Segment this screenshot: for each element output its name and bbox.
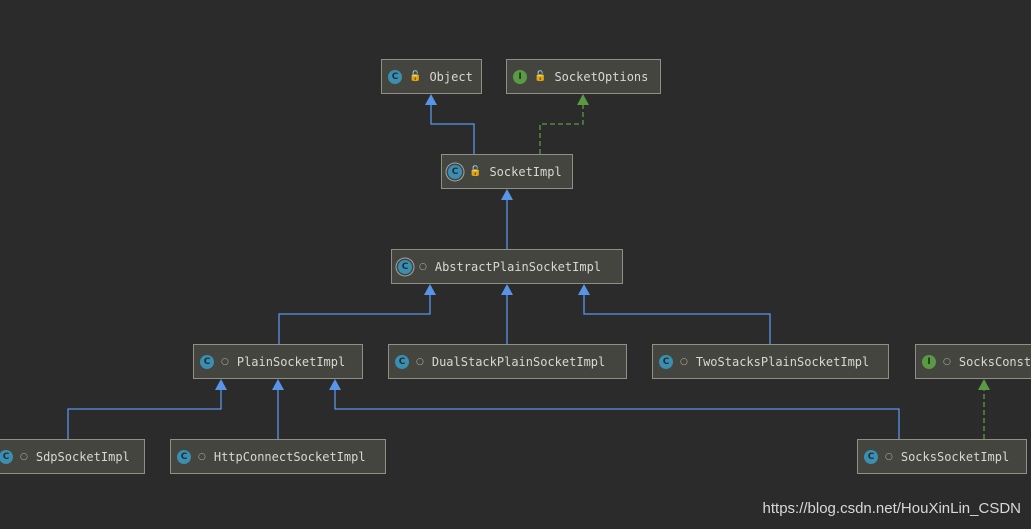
node-label: TwoStacksPlainSocketImpl — [695, 354, 870, 369]
class-icon: C — [177, 449, 191, 464]
node-plainsocketimpl[interactable]: C ○ PlainSocketImpl — [193, 344, 363, 379]
node-label: SdpSocketImpl — [35, 449, 130, 464]
abstract-class-icon: C — [398, 259, 412, 274]
interface-icon: I — [922, 354, 936, 369]
node-label: DualStackPlainSocketImpl — [431, 354, 606, 369]
node-sdpsocketimpl[interactable]: C ○ SdpSocketImpl — [0, 439, 145, 474]
package-private-icon: ○ — [221, 356, 229, 367]
node-label: PlainSocketImpl — [236, 354, 346, 369]
node-socketoptions[interactable]: I 🔓 SocketOptions — [506, 59, 661, 94]
package-private-icon: ○ — [416, 356, 424, 367]
class-icon: C — [659, 354, 673, 369]
node-httpconnectsocketimpl[interactable]: C ○ HttpConnectSocketImpl — [170, 439, 386, 474]
class-icon: C — [388, 69, 402, 84]
node-twostacksplainsocketimpl[interactable]: C ○ TwoStacksPlainSocketImpl — [652, 344, 889, 379]
node-label: SocketImpl — [489, 164, 562, 179]
node-label: SocksConsts — [958, 354, 1031, 369]
node-socketimpl[interactable]: C 🔓 SocketImpl — [441, 154, 573, 189]
node-label: HttpConnectSocketImpl — [213, 449, 366, 464]
interface-icon: I — [513, 69, 527, 84]
public-lock-icon: 🔓 — [409, 71, 422, 82]
class-icon: C — [200, 354, 214, 369]
node-label: SocksSocketImpl — [900, 449, 1010, 464]
node-label: SocketOptions — [554, 69, 649, 84]
node-abstractplainsocketimpl[interactable]: C ○ AbstractPlainSocketImpl — [391, 249, 623, 284]
public-lock-icon: 🔓 — [534, 71, 547, 82]
node-object[interactable]: C 🔓 Object — [381, 59, 482, 94]
node-socksconsts[interactable]: I ○ SocksConsts — [915, 344, 1031, 379]
node-dualstackplainsocketimpl[interactable]: C ○ DualStackPlainSocketImpl — [388, 344, 627, 379]
class-icon: C — [395, 354, 409, 369]
node-sockssocketimpl[interactable]: C ○ SocksSocketImpl — [857, 439, 1027, 474]
package-private-icon: ○ — [20, 451, 28, 462]
arrowhead-plain-left — [215, 379, 227, 390]
abstract-class-icon: C — [448, 164, 462, 179]
watermark: https://blog.csdn.net/HouXinLin_CSDN — [762, 500, 1021, 517]
arrowhead-socketoptions — [577, 94, 589, 105]
public-lock-icon: 🔓 — [469, 166, 482, 177]
arrowhead-plain-center — [272, 379, 284, 390]
edge-socketimpl-implements-socketoptions — [539, 104, 584, 154]
arrowhead-socketimpl — [501, 189, 513, 200]
package-private-icon: ○ — [943, 356, 951, 367]
edge-sockssocket-extends-plain — [334, 389, 900, 439]
package-private-icon: ○ — [419, 261, 427, 272]
class-icon: C — [864, 449, 878, 464]
arrowhead-socksconsts — [978, 379, 990, 390]
arrowhead-object — [425, 94, 437, 105]
arrowhead-plain-right — [329, 379, 341, 390]
package-private-icon: ○ — [885, 451, 893, 462]
arrowhead-abstractplain-center — [501, 284, 513, 295]
package-private-icon: ○ — [198, 451, 206, 462]
node-label: Object — [429, 69, 473, 84]
edge-sdp-extends-plain — [67, 389, 222, 439]
arrowhead-abstractplain-left — [424, 284, 436, 295]
class-icon: C — [0, 449, 13, 464]
arrowhead-abstractplain-right — [578, 284, 590, 295]
edge-plain-extends-abstractplain — [278, 294, 431, 344]
edge-socketimpl-extends-object — [430, 104, 475, 154]
package-private-icon: ○ — [680, 356, 688, 367]
edge-twostacks-extends-abstractplain — [583, 294, 771, 344]
node-label: AbstractPlainSocketImpl — [434, 259, 602, 274]
